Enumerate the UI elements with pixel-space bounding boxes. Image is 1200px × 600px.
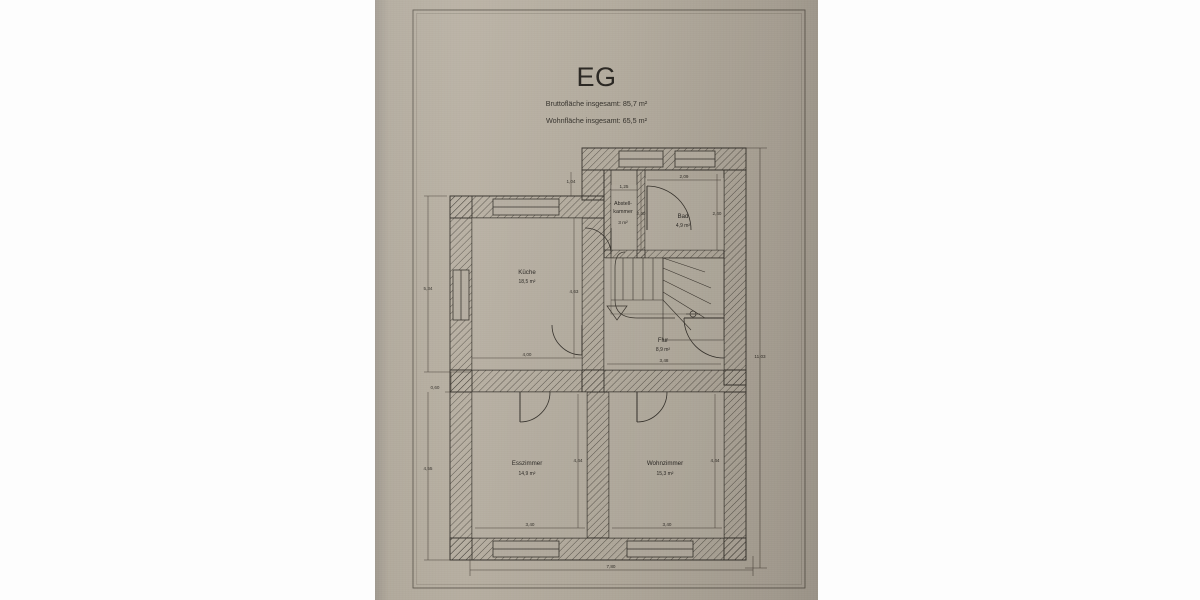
room-label-bad: Bad — [678, 214, 689, 220]
dim-wohnzimmer-height: 4,44 — [711, 458, 720, 463]
sheet-border — [412, 9, 806, 589]
dim-wohnzimmer-width: 3,40 — [663, 522, 672, 527]
internal-dimension-lines — [472, 172, 722, 529]
room-area-kueche: 18,5 m² — [519, 279, 536, 285]
dim-bottom-total: 7,80 — [607, 564, 616, 569]
staircase — [606, 251, 725, 341]
dim-abstell-width: 1,25 — [620, 184, 629, 189]
room-area-abstellkammer: 3 m² — [618, 220, 628, 226]
dim-left-small: 0,60 — [431, 385, 440, 390]
windows — [452, 150, 716, 558]
dim-left-upper: 5,34 — [424, 286, 433, 291]
photo-left-margin — [0, 0, 375, 600]
dim-esszimmer-height: 4,44 — [574, 458, 583, 463]
page-title: EG — [576, 62, 617, 92]
dim-left-lower: 4,55 — [424, 466, 433, 471]
room-label-abstellkammer-l2: kammer — [613, 209, 633, 215]
dim-abstell-height: 2,40 — [637, 211, 646, 216]
dimension-labels: 5,34 0,60 4,55 11,03 7,80 4,00 4,63 1,04… — [424, 174, 766, 569]
room-label-flur: Flur — [658, 338, 668, 344]
dim-bad-height: 2,40 — [713, 211, 722, 216]
dim-flur-width: 3,48 — [660, 358, 669, 363]
summary-living-area: Wohnfläche insgesamt: 65,5 m² — [546, 116, 647, 125]
room-label-wohnzimmer: Wohnzimmer — [647, 460, 683, 467]
room-area-wohnzimmer: 15,3 m² — [657, 471, 674, 477]
photo-right-margin — [818, 0, 1200, 600]
room-area-bad: 4,9 m² — [676, 223, 691, 229]
dim-esszimmer-width: 3,40 — [526, 522, 535, 527]
room-label-esszimmer: Esszimmer — [512, 460, 543, 467]
room-area-flur: 8,9 m² — [656, 347, 671, 353]
dim-bad-width: 2,09 — [680, 174, 689, 179]
doors — [519, 185, 725, 423]
room-area-esszimmer: 14,9 m² — [519, 471, 536, 477]
room-labels: Küche 18,5 m² Abstell- kammer 3 m² Bad 4… — [512, 201, 691, 477]
dim-kueche-width: 4,00 — [523, 352, 532, 357]
summary-gross-area: Bruttofläche insgesamt: 85,7 m² — [545, 99, 648, 108]
room-label-kueche: Küche — [518, 269, 536, 276]
dim-kueche-height: 4,63 — [570, 289, 579, 294]
dim-top-small-vertical: 1,04 — [567, 179, 576, 184]
room-label-abstellkammer-l1: Abstell- — [614, 201, 632, 207]
dim-right-total: 11,03 — [754, 354, 766, 359]
floor-plan-drawing: Küche 18,5 m² Abstell- kammer 3 m² Bad 4… — [412, 9, 806, 589]
floor-plan-paper: Küche 18,5 m² Abstell- kammer 3 m² Bad 4… — [375, 0, 818, 600]
